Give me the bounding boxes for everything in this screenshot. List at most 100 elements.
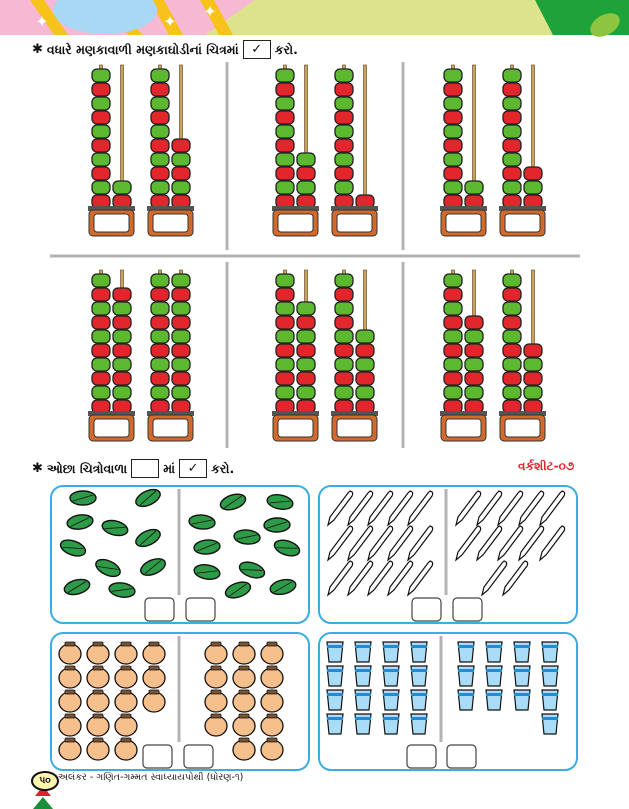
abacus[interactable]: [272, 269, 319, 442]
abacus-base-bar: [147, 206, 194, 211]
glass-water-line: [383, 717, 399, 720]
abacus-bead: [334, 343, 354, 358]
pot-body: [114, 691, 138, 713]
abacus-bead: [275, 273, 295, 288]
abacus[interactable]: [147, 64, 194, 237]
answer-box-right[interactable]: [452, 597, 483, 622]
bullet-star-icon: ✱: [32, 42, 43, 57]
answer-box-left[interactable]: [142, 744, 173, 769]
pot-icon: [260, 665, 284, 689]
pot-neck: [238, 641, 250, 647]
abacus-bead: [443, 138, 463, 153]
abacus-bead: [296, 180, 316, 195]
abacus[interactable]: [272, 64, 319, 237]
abacus[interactable]: [499, 64, 546, 237]
pot-neck: [64, 737, 76, 743]
knife-icon: [538, 525, 566, 562]
abacus[interactable]: [88, 269, 135, 442]
abacus[interactable]: [440, 269, 487, 442]
abacus-bead: [296, 371, 316, 386]
pot-body: [260, 691, 284, 713]
abacus-bead: [275, 124, 295, 139]
abacus-bead: [523, 371, 543, 386]
abacus-frame-window: [93, 213, 130, 233]
abacus-bead: [464, 315, 484, 330]
pot-icon: [86, 641, 110, 665]
glass-water-line: [486, 693, 502, 696]
abacus[interactable]: [147, 269, 194, 442]
abacus-bead: [443, 357, 463, 372]
pot-icon: [86, 737, 110, 761]
abacus-bead: [275, 301, 295, 316]
answer-box-left[interactable]: [411, 597, 442, 622]
knife-icon: [480, 560, 508, 597]
pot-neck: [120, 737, 132, 743]
abacus-bead: [112, 385, 132, 400]
glass-water-line: [383, 645, 399, 648]
answer-box-left[interactable]: [406, 744, 437, 769]
glass-water-line: [486, 669, 502, 672]
abacus-bead: [334, 68, 354, 83]
abacus[interactable]: [331, 64, 378, 237]
abacus-frame-window: [93, 418, 130, 438]
abacus-bead: [523, 166, 543, 181]
abacus-bead: [275, 82, 295, 97]
leaf-vein: [191, 519, 213, 525]
pot-neck: [92, 665, 104, 671]
abacus-bead: [91, 371, 111, 386]
banner-ray: [30, 0, 68, 35]
abacus-bead: [275, 110, 295, 125]
knife-icon: [346, 525, 374, 562]
glass-icon: [382, 641, 400, 663]
abacus-bead: [171, 343, 191, 358]
answer-box-right[interactable]: [185, 597, 216, 622]
abacus[interactable]: [440, 64, 487, 237]
pot-icon: [114, 713, 138, 737]
leaf-icon: [135, 488, 161, 508]
abacus-frame-window: [277, 213, 314, 233]
leaf-vein: [139, 490, 157, 506]
abacus-frame-window: [277, 418, 314, 438]
abacus-bead: [150, 166, 170, 181]
abacus-bead: [171, 166, 191, 181]
pot-icon: [114, 665, 138, 689]
pot-icon: [86, 689, 110, 713]
abacus-bead: [334, 124, 354, 139]
pot-body: [58, 715, 82, 737]
knife-icon: [346, 490, 374, 527]
abacus[interactable]: [88, 64, 135, 237]
glass-water-line: [458, 645, 474, 648]
abacus-bead: [112, 180, 132, 195]
knife-icon: [386, 490, 414, 527]
glass-water-line: [355, 669, 371, 672]
abacus[interactable]: [499, 269, 546, 442]
answer-box-left[interactable]: [144, 597, 175, 622]
abacus-bead: [150, 371, 170, 386]
abacus-bead: [91, 180, 111, 195]
glass-water-line: [327, 693, 343, 696]
leaf-icon: [95, 558, 121, 578]
abacus-bead: [334, 357, 354, 372]
answer-box-right[interactable]: [183, 744, 214, 769]
leaf-vein: [224, 495, 242, 509]
glass-water-line: [355, 693, 371, 696]
pot-neck: [148, 641, 160, 647]
abacus-bead: [502, 315, 522, 330]
abacus-bead: [171, 138, 191, 153]
pot-body: [114, 667, 138, 689]
abacus-bead: [502, 96, 522, 111]
pot-body: [232, 715, 256, 737]
abacus[interactable]: [331, 269, 378, 442]
answer-box-right[interactable]: [446, 744, 477, 769]
abacus-bead: [112, 357, 132, 372]
abacus-bead: [443, 273, 463, 288]
abacus-bead: [171, 371, 191, 386]
abacus-bead: [171, 273, 191, 288]
abacus-frame-window: [504, 418, 541, 438]
knife-icon: [454, 525, 482, 562]
abacus-bead: [502, 180, 522, 195]
abacus-bead: [150, 287, 170, 302]
abacus-bead: [502, 273, 522, 288]
abacus-bead: [275, 287, 295, 302]
abacus-bead: [443, 329, 463, 344]
